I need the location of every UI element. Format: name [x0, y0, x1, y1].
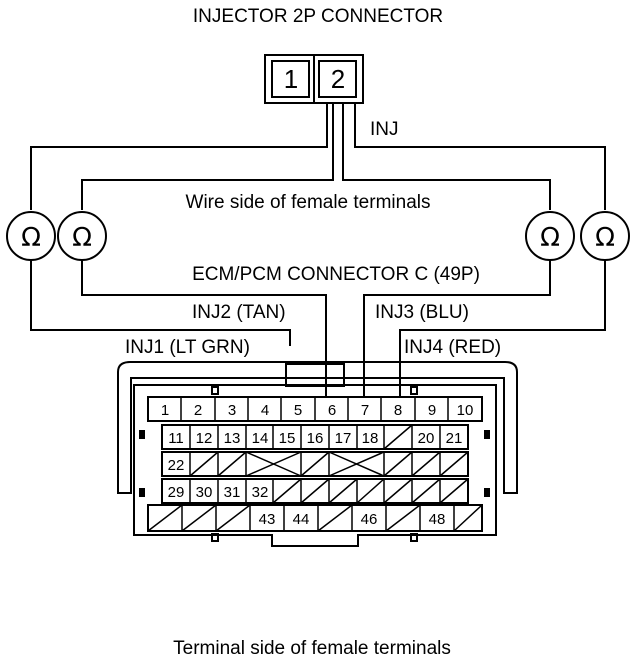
ohm-icon: Ω — [540, 223, 560, 253]
ecm-pin-20: 20 — [418, 430, 435, 447]
ecm-pin-22: 22 — [168, 457, 185, 474]
injector-pin-2: 2 — [331, 64, 345, 94]
ecm-pin-15: 15 — [279, 430, 296, 447]
ohmmeter-left-inner — [57, 211, 107, 261]
ohm-icon: Ω — [21, 223, 41, 253]
ecm-pin-10: 10 — [457, 402, 474, 419]
ecm-pin-30: 30 — [196, 484, 213, 501]
wire-label-inj3: INJ3 (BLU) — [375, 302, 469, 323]
ecm-pin-16: 16 — [307, 430, 324, 447]
ecm-pin-6: 6 — [328, 402, 336, 419]
ecm-pin-8: 8 — [394, 402, 402, 419]
ecm-pin-17: 17 — [335, 430, 352, 447]
ohm-icon: Ω — [72, 223, 92, 253]
ecm-pin-32: 32 — [252, 484, 269, 501]
wire-label-inj1: INJ1 (LT GRN) — [125, 337, 250, 358]
ecm-connector-label: ECM/PCM CONNECTOR C (49P) — [192, 264, 480, 285]
ohmmeter-left-outer — [6, 211, 56, 261]
ecm-pin-5: 5 — [294, 402, 302, 419]
ecm-pin-14: 14 — [252, 430, 269, 447]
ecm-pin-43: 43 — [259, 511, 276, 528]
inj-label: INJ — [370, 119, 399, 140]
diagram-title: INJECTOR 2P CONNECTOR — [193, 6, 443, 27]
injector-2p-connector — [264, 54, 364, 104]
ecm-pin-46: 46 — [361, 511, 378, 528]
wire-label-inj2: INJ2 (TAN) — [192, 302, 286, 323]
test-wires — [30, 103, 606, 398]
ecm-pin-9: 9 — [428, 402, 436, 419]
wire-label-inj4: INJ4 (RED) — [404, 337, 501, 358]
ecm-pin-44: 44 — [293, 511, 310, 528]
ecm-pin-21: 21 — [446, 430, 463, 447]
ecm-pin-48: 48 — [429, 511, 446, 528]
terminal-side-label: Terminal side of female terminals — [173, 638, 451, 659]
ecm-pin-18: 18 — [362, 430, 379, 447]
ecm-pin-2: 2 — [194, 402, 202, 419]
ecm-pin-4: 4 — [261, 402, 269, 419]
ecm-pin-13: 13 — [224, 430, 241, 447]
wire-side-label: Wire side of female terminals — [186, 192, 431, 213]
ohmmeter-right-outer — [580, 211, 630, 261]
ecm-pin-11: 11 — [168, 430, 184, 447]
injector-pin-1: 1 — [284, 64, 298, 94]
ecm-pin-29: 29 — [168, 484, 185, 501]
ecm-pin-3: 3 — [228, 402, 236, 419]
ohmmeter-right-inner — [525, 211, 575, 261]
ecm-pin-1: 1 — [161, 402, 169, 419]
ecm-pin-12: 12 — [196, 430, 213, 447]
ecm-pin-31: 31 — [224, 484, 241, 501]
ecm-pin-7: 7 — [361, 402, 369, 419]
ohm-icon: Ω — [595, 223, 615, 253]
